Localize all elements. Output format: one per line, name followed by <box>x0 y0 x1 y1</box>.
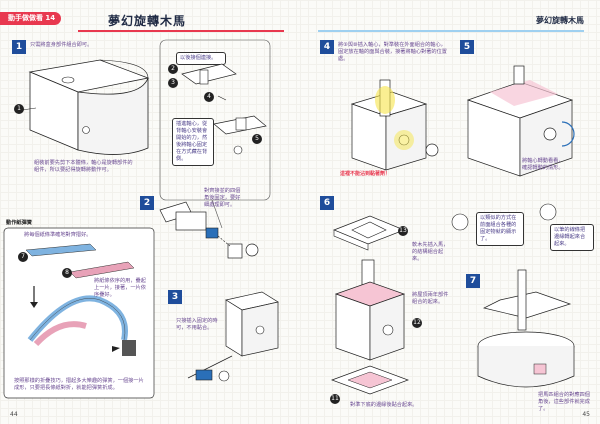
title-underline <box>318 30 584 32</box>
step-5-diagram <box>466 65 575 177</box>
step-2-marker: 2 <box>140 196 154 210</box>
page-title: 夢幻旋轉木馬 <box>108 14 187 28</box>
page-number: 45 <box>582 411 590 418</box>
step-5-note: 將軸心轉動看看，確認轉動的情形。 <box>522 158 564 171</box>
step-6-marker: 6 <box>320 196 334 210</box>
step-7-diagram <box>451 203 575 388</box>
step-1-marker: 1 <box>12 40 26 54</box>
part-marker-4: 4 <box>204 92 214 102</box>
step-7-note: 把馬匹組合的對應四個角後，這些部件就完成了。 <box>538 392 590 412</box>
step-7-marker: 7 <box>466 274 480 288</box>
part-marker-13: 13 <box>398 226 408 236</box>
title-underline <box>78 30 284 32</box>
step-2-assembly <box>159 201 259 259</box>
part-marker-7: 7 <box>18 252 28 262</box>
step-2-callout-c: 對齊接並的四個角後固定，要好細處理即可。 <box>204 188 241 208</box>
step-1-diagram <box>21 59 150 155</box>
step-4-marker: 4 <box>320 40 334 54</box>
step-3-diagram <box>187 291 279 382</box>
inset-title: 動作紙彈簧 <box>6 220 32 226</box>
inset-note-1: 將每個紙條準確地對齊摺好。 <box>24 232 92 238</box>
paper-spring-inset <box>3 227 155 399</box>
step-5-marker: 5 <box>460 40 474 54</box>
step-7-callout-b: 以筆的線條把邊緣轉起來合起來。 <box>550 224 594 251</box>
step-2-axle-diagrams <box>159 39 271 229</box>
step-6-note-a: 軟木先插入馬，的結構組合起來。 <box>412 242 449 262</box>
step-4-diagram <box>350 79 439 171</box>
step-2-callout-b: 插進軸心，從背軸心安裝會開始的力，然後將軸心固定在方式藏在背側。 <box>172 118 214 166</box>
step-7-callout-a: 以類似的方式在前面組合各種的固定物就的顯示了。 <box>476 212 524 246</box>
left-page: 動手做做看 14 夢幻旋轉木馬 1 只需將盒身部件組合即可。 1 組裝前要先剪下… <box>0 0 301 424</box>
step-3-note: 只接插入固定的時可，不用黏合。 <box>176 318 218 331</box>
page-title: 夢幻旋轉木馬 <box>536 16 584 25</box>
part-marker-3: 3 <box>168 78 178 88</box>
step-3-marker: 3 <box>168 290 182 304</box>
inset-note-3: 按照那樣的折疊技巧，摺起多大樂趣的彈簧，一個接一片成形，只要把長條紙對折，就能把… <box>14 378 144 391</box>
step-1-detail-note: 組裝前要先剪下本體條，軸心是旋轉部件的組件，所以要記得旋轉將動作可。 <box>34 160 133 173</box>
part-marker-2: 2 <box>168 64 178 74</box>
inset-note-2: 將紙條依序的用，疊起上一片，接著，一片依序疊好。 <box>94 278 146 298</box>
part-marker-5: 5 <box>252 134 262 144</box>
step-2-callout-a: 以後接個連接。 <box>176 52 226 65</box>
step-6-diagram <box>330 215 410 395</box>
step-6-note-c: 對準下底的邊緣後黏合起來。 <box>350 402 418 408</box>
step-4-note: 將⑨與⑩插入軸心，對準裝在外面組合的軸心，固定放在軸的面與合裝，接著將軸心對著的… <box>338 42 447 62</box>
step-6-note-b: 將屋頂兩年部件組合的起來。 <box>412 292 449 305</box>
part-marker-1: 1 <box>14 104 24 114</box>
part-marker-12: 12 <box>412 318 422 328</box>
step-4-warning: 這裡不能沾到黏著劑！ <box>340 171 391 177</box>
activity-badge: 動手做做看 14 <box>0 12 62 25</box>
right-page: 夢幻旋轉木馬 4 將⑨與⑩插入軸心，對準裝在外面組合的軸心，固定放在軸的面與合裝… <box>300 0 600 424</box>
part-marker-8: 8 <box>62 268 72 278</box>
page-number: 44 <box>10 411 18 418</box>
part-marker-11: 11 <box>330 394 340 404</box>
step-1-note: 只需將盒身部件組合即可。 <box>30 42 93 48</box>
